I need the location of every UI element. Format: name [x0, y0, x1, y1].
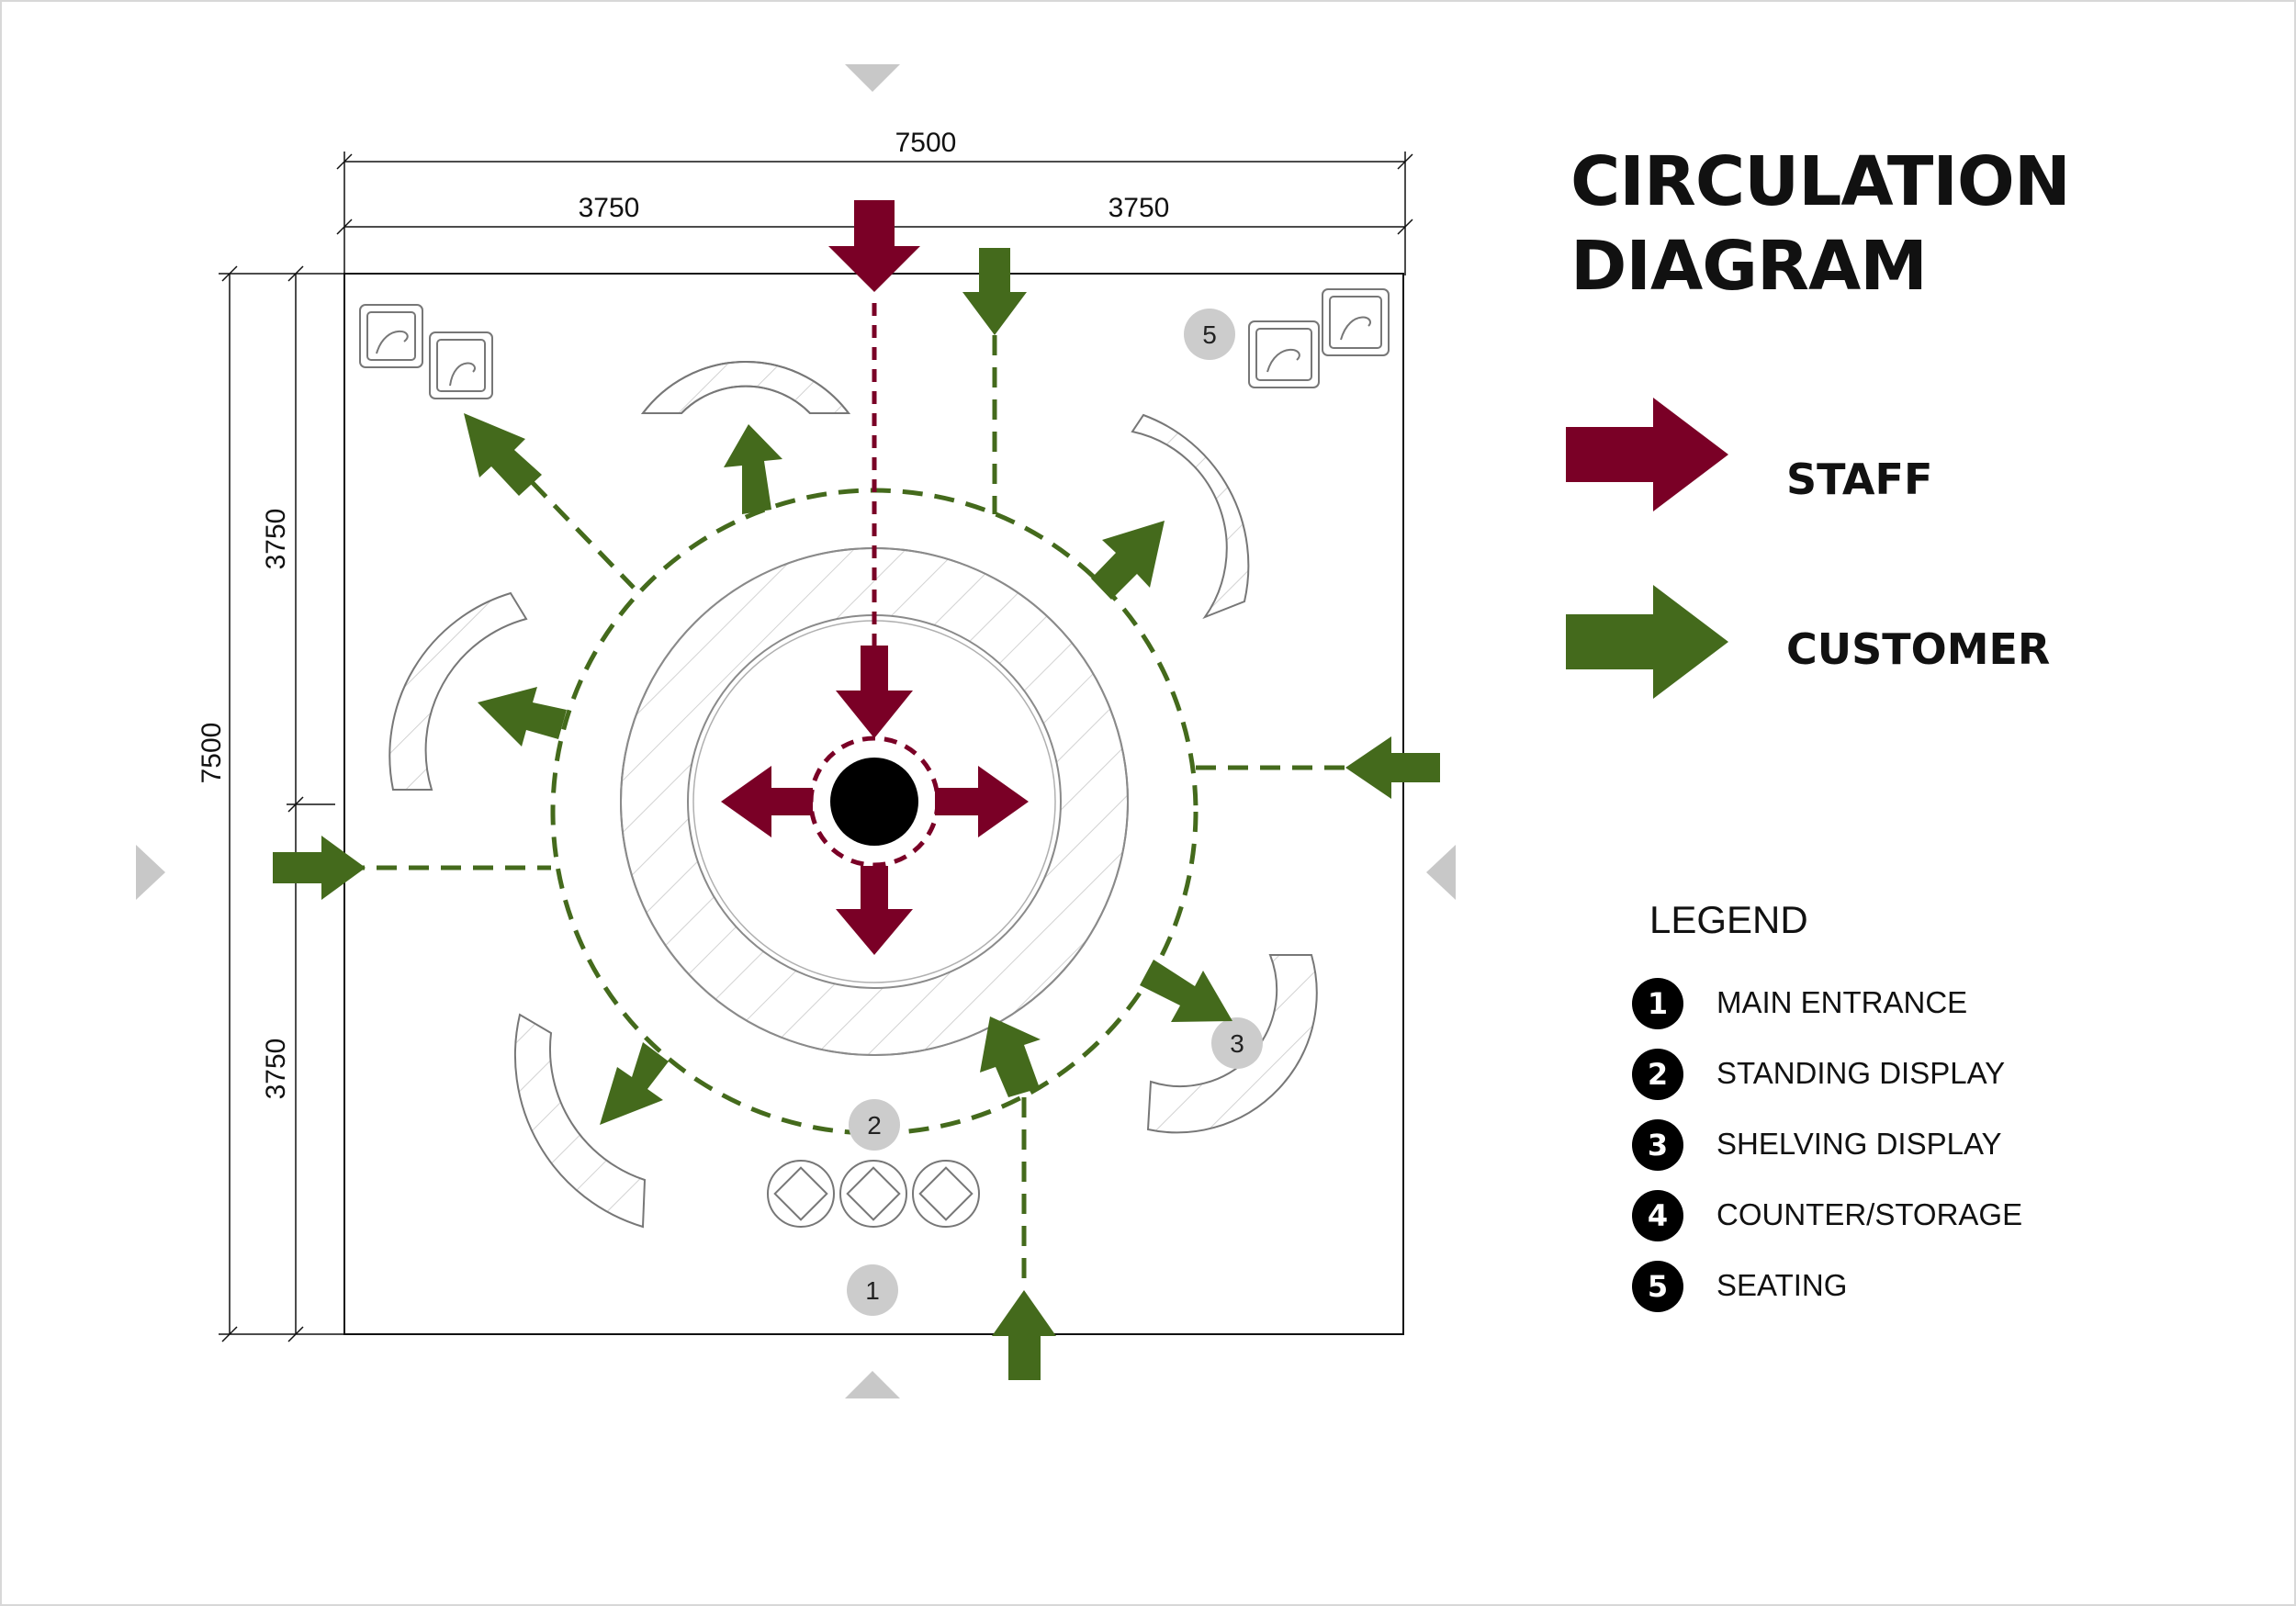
customer-arrow-left-entry	[273, 836, 366, 900]
legend-item-shelving-display: 3 SHELVING DISPLAY	[1632, 1119, 2183, 1174]
staff-arrow-left	[721, 766, 813, 837]
staff-arrow-right	[935, 766, 1029, 837]
shelf-left	[388, 591, 528, 791]
customer-arrow-to-top-shelf	[724, 424, 782, 514]
title-line-1: CIRCULATION	[1570, 142, 2071, 221]
staff-paths	[721, 200, 1029, 955]
svg-text:1: 1	[865, 1276, 880, 1305]
seating-top-left	[359, 304, 493, 399]
legend-label: COUNTER/STORAGE	[1716, 1197, 2023, 1231]
staff-arrow-down	[836, 866, 913, 955]
legend-badge: 4	[1632, 1190, 1683, 1241]
legend-label: MAIN ENTRANCE	[1716, 985, 1968, 1019]
customer-arrow-from-bottom	[980, 1016, 1041, 1097]
key-arrows	[1566, 398, 1728, 699]
shelving-displays	[388, 361, 1318, 1229]
dim-left-total: 7500	[197, 723, 227, 784]
staff-arrow-down-center	[836, 646, 913, 738]
customer-key-arrow	[1566, 585, 1728, 699]
svg-text:3: 3	[1230, 1029, 1244, 1058]
customer-arrow-to-seating	[464, 413, 542, 496]
legend-title: LEGEND	[1649, 898, 1808, 941]
legend-badge: 5	[1632, 1261, 1683, 1312]
dim-top-total: 7500	[895, 128, 957, 158]
shelf-lower-right	[1146, 954, 1318, 1134]
shelf-upper-right	[1131, 413, 1250, 620]
dim-top-right: 3750	[1109, 193, 1170, 223]
customer-arrow-to-lower-left	[600, 1042, 669, 1125]
legend-label: SHELVING DISPLAY	[1716, 1127, 2002, 1161]
legend-item-seating: 5 SEATING	[1632, 1261, 2183, 1316]
legend-item-main-entrance: 1 MAIN ENTRANCE	[1632, 978, 2183, 1033]
view-triangle-top	[845, 64, 900, 92]
svg-text:2: 2	[867, 1111, 882, 1140]
legend-item-counter-storage: 4 COUNTER/STORAGE	[1632, 1190, 2183, 1245]
legend-badge: 2	[1632, 1049, 1683, 1100]
seating-top-right	[1248, 288, 1390, 388]
customer-key-label: CUSTOMER	[1786, 624, 2051, 674]
shelf-top-hatch	[640, 361, 851, 414]
customer-arrow-bottom-entry	[992, 1290, 1056, 1380]
dim-left-bottom: 3750	[261, 1039, 291, 1100]
view-triangle-right	[1426, 845, 1456, 900]
svg-text:5: 5	[1202, 320, 1217, 349]
legend-label: STANDING DISPLAY	[1716, 1056, 2006, 1090]
shelf-lower-left	[513, 1013, 647, 1229]
diagram-title: CIRCULATION DIAGRAM	[1570, 140, 2213, 309]
customer-arrow-to-lower-right	[1140, 960, 1232, 1022]
view-triangle-bottom	[845, 1371, 900, 1398]
staff-arrow-entry	[828, 200, 920, 292]
center-counter	[830, 758, 918, 846]
customer-arrow-top-entry	[962, 248, 1027, 335]
customer-arrow-to-left-shelf	[478, 687, 567, 747]
plan-marker-2: 2	[849, 1099, 900, 1151]
plan-marker-3: 3	[1211, 1017, 1263, 1069]
title-line-2: DIAGRAM	[1570, 227, 1928, 306]
legend-label: SEATING	[1716, 1268, 1848, 1302]
staff-key-arrow	[1566, 398, 1728, 511]
customer-paths	[273, 248, 1440, 1380]
staff-key-label: STAFF	[1786, 455, 1933, 504]
legend-item-standing-display: 2 STANDING DISPLAY	[1632, 1049, 2183, 1104]
customer-arrow-right-entry	[1345, 736, 1440, 799]
customer-arrow-to-upper-right	[1091, 521, 1165, 600]
dim-left-top: 3750	[261, 509, 291, 570]
standing-display-units	[767, 1160, 980, 1228]
view-triangle-left	[136, 845, 165, 900]
plan-marker-1: 1	[847, 1264, 898, 1316]
dim-top-left: 3750	[579, 193, 640, 223]
legend-badge: 1	[1632, 978, 1683, 1029]
legend-badge: 3	[1632, 1119, 1683, 1171]
left-dimensions	[219, 265, 344, 1342]
plan-marker-5: 5	[1184, 309, 1235, 360]
